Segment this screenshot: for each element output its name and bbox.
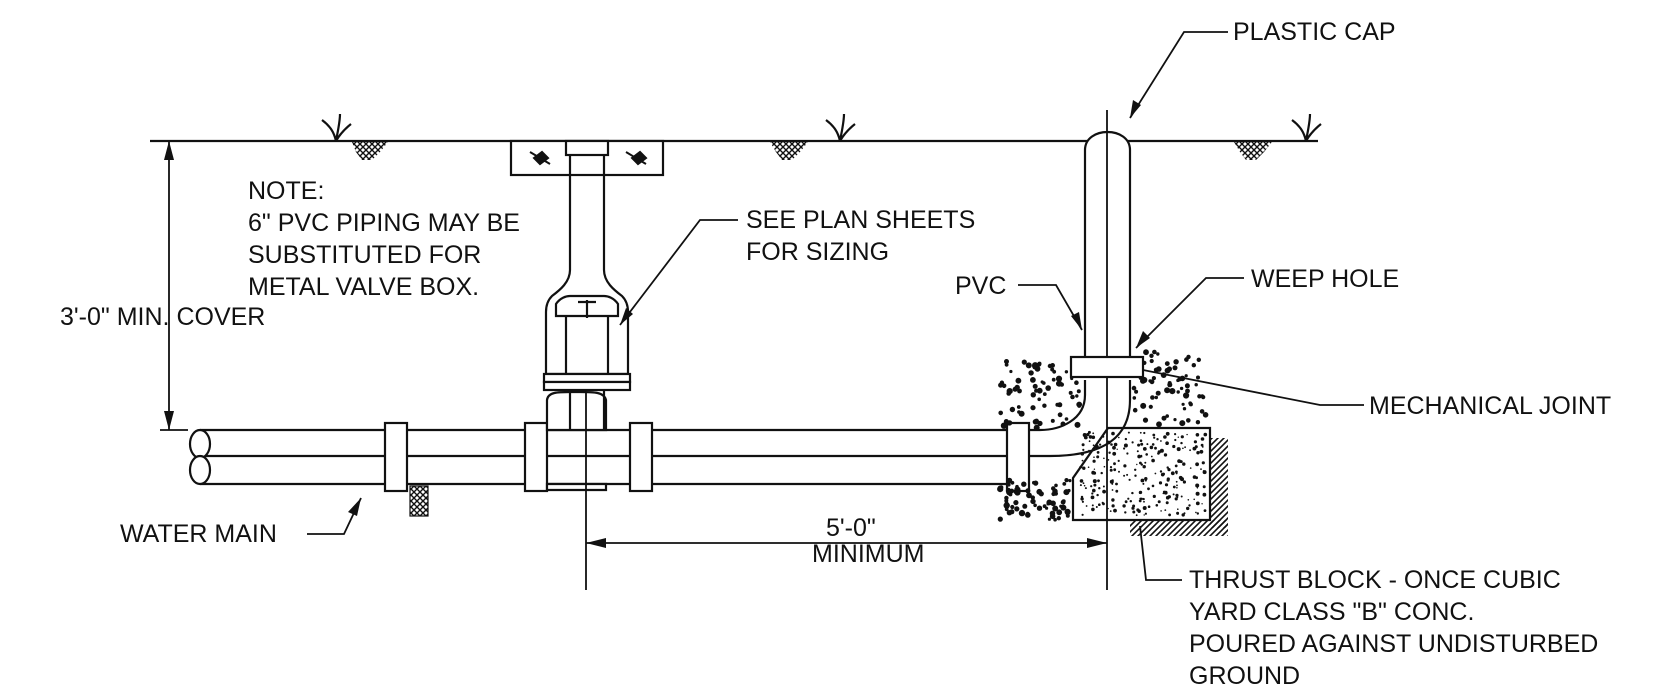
coupling-3 bbox=[628, 421, 654, 493]
note-line-1: 6" PVC PIPING MAY BE bbox=[248, 209, 520, 237]
note-title: NOTE: bbox=[248, 177, 324, 205]
note-line-2: SUBSTITUTED FOR bbox=[248, 241, 481, 269]
label-dim-value: 5'-0" bbox=[826, 514, 876, 542]
label-min-cover: 3'-0" MIN. COVER bbox=[60, 303, 265, 331]
grass-tuft-1 bbox=[321, 113, 388, 160]
label-water-main: WATER MAIN bbox=[120, 520, 277, 548]
support-block bbox=[409, 485, 429, 517]
gravel-bed bbox=[997, 349, 1209, 522]
cover-dimension bbox=[160, 141, 188, 431]
mechanical-joint bbox=[1069, 355, 1145, 379]
label-mechanical-joint: MECHANICAL JOINT bbox=[1369, 392, 1611, 420]
coupling-2 bbox=[523, 421, 549, 493]
valve-box bbox=[509, 139, 665, 430]
coupling-1 bbox=[383, 421, 409, 493]
spacing-dimension bbox=[586, 538, 1107, 548]
label-weep-hole: WEEP HOLE bbox=[1251, 265, 1399, 293]
label-see-plan-1: SEE PLAN SHEETS bbox=[746, 206, 975, 234]
label-thrust-3: POURED AGAINST UNDISTURBED bbox=[1189, 630, 1598, 658]
grass-tuft-3 bbox=[1234, 113, 1322, 160]
label-see-plan-2: FOR SIZING bbox=[746, 238, 889, 266]
pvc-riser bbox=[1029, 110, 1145, 590]
water-main-pipe bbox=[188, 428, 1015, 486]
thrust-block bbox=[1071, 426, 1228, 536]
label-plastic-cap: PLASTIC CAP bbox=[1233, 18, 1396, 46]
label-thrust-2: YARD CLASS "B" CONC. bbox=[1189, 598, 1474, 626]
label-thrust-4: GROUND bbox=[1189, 662, 1300, 690]
grass-tuft-2 bbox=[770, 113, 856, 160]
label-pvc: PVC bbox=[955, 272, 1006, 300]
valve-tee bbox=[545, 390, 608, 590]
label-dim-minimum: MINIMUM bbox=[812, 540, 924, 568]
note-line-3: METAL VALVE BOX. bbox=[248, 273, 479, 301]
label-thrust-1: THRUST BLOCK - ONCE CUBIC bbox=[1189, 566, 1561, 594]
leader-lines bbox=[307, 31, 1364, 581]
